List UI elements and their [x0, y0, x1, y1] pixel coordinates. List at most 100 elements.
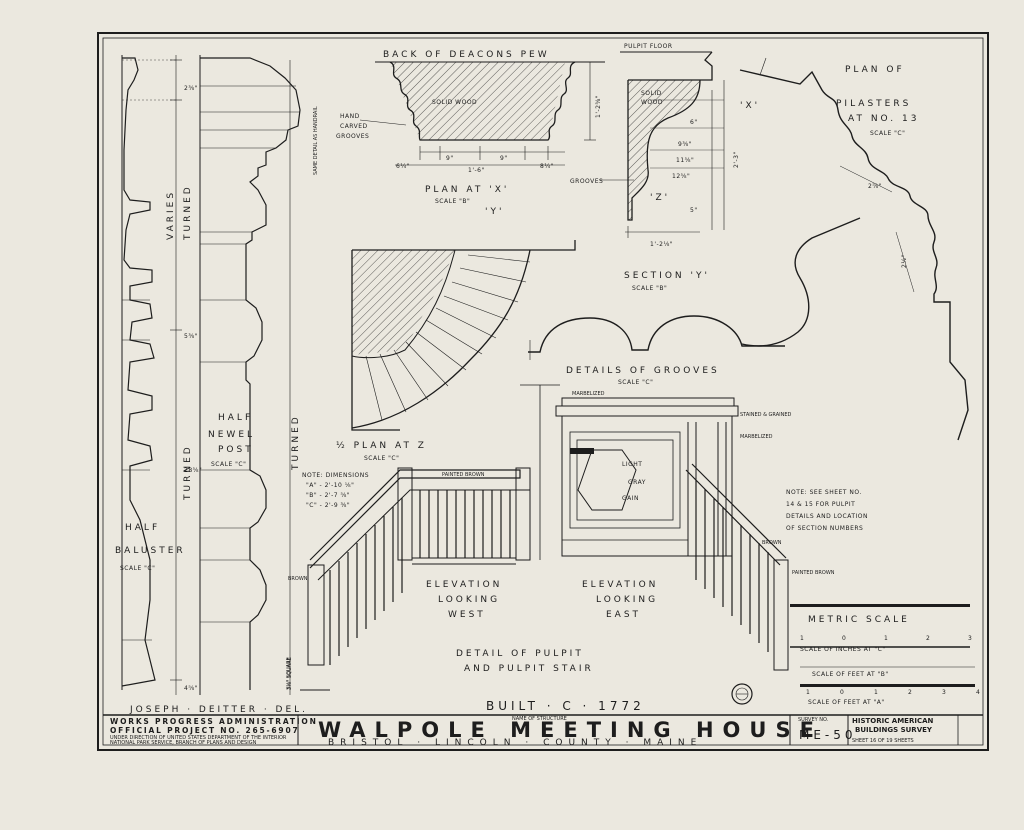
structure-location: BRISTOL · LINCOLN · COUNTY · MAINE: [328, 738, 702, 748]
scale-tick-label: 2: [908, 689, 912, 696]
dim-2-1-2: 2½": [901, 254, 908, 268]
note-see-1: NOTE: SEE SHEET NO.: [786, 489, 862, 496]
scale-tick-label: 0: [840, 689, 844, 696]
note-dimension-c: "C" - 2'-9 ⅜": [306, 502, 350, 509]
gain-label: GAIN: [622, 495, 639, 502]
dim-6-1-4: 6¼": [396, 163, 410, 170]
half-baluster-drawing: [121, 55, 182, 695]
half-newel-scale: SCALE "C": [211, 461, 246, 468]
sheet-of: SHEET 16 OF 19 SHEETS: [852, 738, 914, 744]
survey-number: ME-50: [799, 728, 857, 742]
note-dimension-b: "B" - 2'-7 ⅝": [306, 492, 350, 499]
structure-title: WALPOLE MEETING HOUSE: [318, 718, 823, 742]
dim-2-5-8: 2⅝": [868, 183, 882, 190]
note-dimensions-title: NOTE: DIMENSIONS: [302, 472, 369, 479]
pilasters-title: PILASTERS: [836, 99, 911, 109]
brown-label-1: BROWN: [288, 576, 308, 582]
scale-tick-label: 3: [968, 635, 972, 642]
varies-label: VARIES: [166, 190, 176, 240]
x-mark: 'X': [740, 101, 760, 111]
scale-tick-label: 1: [800, 635, 804, 642]
details-of-grooves-title: DETAILS OF GROOVES: [566, 366, 720, 376]
dim-1-6: 1'-6": [468, 167, 485, 174]
west-stair-balusters: [329, 498, 403, 665]
seal-stamp: [731, 683, 753, 705]
delineator-name: JOSEPH · DEITTER · DEL.: [129, 705, 308, 715]
dim-11-5-8: 11⅝": [676, 157, 694, 164]
section-y-title: SECTION 'Y': [624, 271, 710, 281]
dim-4-5-8: 4⅝": [184, 685, 198, 692]
wpa-line-1: WORKS PROGRESS ADMINISTRATION: [110, 717, 318, 726]
half-newel-title-1: HALF: [218, 413, 253, 423]
dim-5: 5": [690, 207, 698, 214]
plan-at-x-drawing: [359, 61, 605, 166]
painted-brown-label-1: PAINTED BROWN: [442, 472, 485, 478]
scale-tick-label: 1: [884, 635, 888, 642]
elevation-west-drawing: [300, 467, 531, 691]
east-stair-balusters: [695, 480, 769, 652]
grooves-label-2: GROOVES: [570, 178, 603, 185]
scale-tick-label: 1: [874, 689, 878, 696]
half-plan-at-z-scale: SCALE "C": [364, 455, 399, 462]
dim-12-5-8: 12⅝": [672, 173, 690, 180]
half-newel-title-2: NEWEL: [208, 430, 255, 440]
turned-label-2: TURNED: [183, 444, 193, 501]
carved-label: CARVED: [340, 123, 368, 130]
brown-label-2: BROWN: [762, 540, 782, 546]
elevation-east-title-3: EAST: [606, 610, 641, 620]
dim-1-2-5-8: 1'-2⅝": [595, 95, 602, 118]
half-baluster-scale: SCALE "C": [120, 565, 155, 572]
note-see-3: DETAILS AND LOCATION: [786, 513, 868, 520]
section-y-drawing: [600, 51, 725, 238]
elevation-west-title-1: ELEVATION: [426, 580, 502, 590]
hab-title-2: BUILDINGS SURVEY: [855, 726, 933, 734]
scale-bars: [790, 604, 975, 687]
stained-grained-label: STAINED & GRAINED: [740, 412, 792, 418]
plan-at-x-scale: SCALE "B": [435, 198, 470, 205]
dim-9-b: 9": [500, 155, 508, 162]
pilasters-scale: SCALE "C": [870, 130, 905, 137]
dim-9-3-8: 9⅜": [678, 141, 692, 148]
wpa-line-3: UNDER DIRECTION OF UNITED STATES DEPARTM…: [110, 735, 287, 741]
light-label: LIGHT: [622, 461, 642, 468]
details-of-grooves-drawing: [528, 315, 785, 360]
wpa-line-4: NATIONAL PARK SERVICE, BRANCH OF PLANS A…: [110, 740, 257, 746]
metric-scale-label: METRIC SCALE: [808, 615, 910, 625]
half-plan-at-z-drawing: [351, 240, 576, 431]
outer-border: [97, 32, 989, 751]
scale-tick-label: 4: [976, 689, 980, 696]
dim-5-3-8: 5⅜": [184, 333, 198, 340]
dim-1-2-1-8: 1'-2⅛": [650, 241, 673, 248]
marbelized-label-1: MARBELIZED: [572, 391, 605, 397]
gray-label: GRAY: [628, 479, 646, 486]
elevation-east-title-1: ELEVATION: [582, 580, 658, 590]
dim-6: 6": [690, 119, 698, 126]
dim-2-3-8: 2⅜": [184, 85, 198, 92]
scale-tick-label: 1: [806, 689, 810, 696]
grooves-label: GROOVES: [336, 133, 369, 140]
scale-tick-label: 3: [942, 689, 946, 696]
turned-label-3: TURNED: [291, 414, 301, 471]
plan-of-title: PLAN OF: [845, 65, 905, 75]
same-detail-note: SAME DETAIL AS HANDRAIL: [313, 106, 319, 175]
scale-feet-a-label: SCALE OF FEET AT "A": [808, 699, 885, 706]
built-date: BUILT · C · 1772: [486, 699, 645, 713]
dim-9-a: 9": [446, 155, 454, 162]
note-dimension-a: "A" - 2'-10 ⅛": [306, 482, 354, 489]
detail-of-pulpit-title: DETAIL OF PULPIT: [456, 649, 584, 659]
dim-2-3: 2'-3": [733, 151, 740, 168]
feet-b-scale-ticks: 1 0 1 2 3 4: [806, 689, 980, 696]
survey-no-caption: SURVEY NO.: [798, 717, 829, 723]
elevation-east-drawing: [520, 384, 789, 671]
note-see-2: 14 & 15 FOR PULPIT: [786, 501, 855, 508]
elevation-west-title-3: WEST: [448, 610, 486, 620]
solid-wood-label-1: SOLID WOOD: [432, 99, 477, 106]
elevation-east-title-2: LOOKING: [596, 595, 658, 605]
scale-feet-b-label: SCALE OF FEET AT "B": [812, 671, 889, 678]
painted-brown-label-2: PAINTED BROWN: [792, 570, 835, 576]
half-newel-title-3: POST: [218, 445, 254, 455]
half-baluster-title-1: HALF: [125, 523, 160, 533]
